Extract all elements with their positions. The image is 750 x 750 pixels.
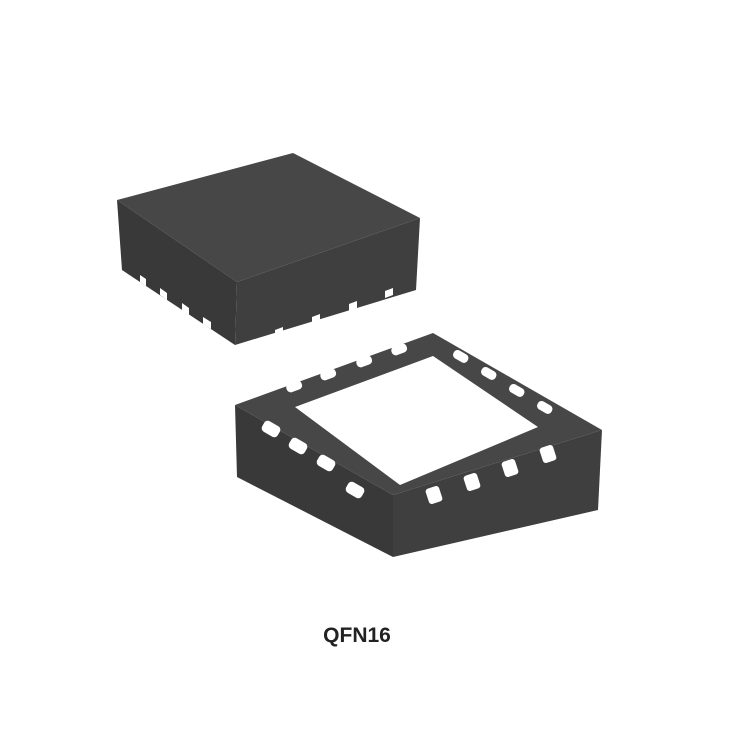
exposed-thermal-pad xyxy=(295,356,538,485)
chip-top-side-pads xyxy=(140,275,393,337)
chip-top-view xyxy=(117,153,420,345)
chip-bottom-view xyxy=(235,333,602,557)
package-name: QFN16 xyxy=(323,624,391,647)
bottom-chip-pads xyxy=(261,343,557,504)
package-caption: QFN16 xyxy=(0,624,750,648)
